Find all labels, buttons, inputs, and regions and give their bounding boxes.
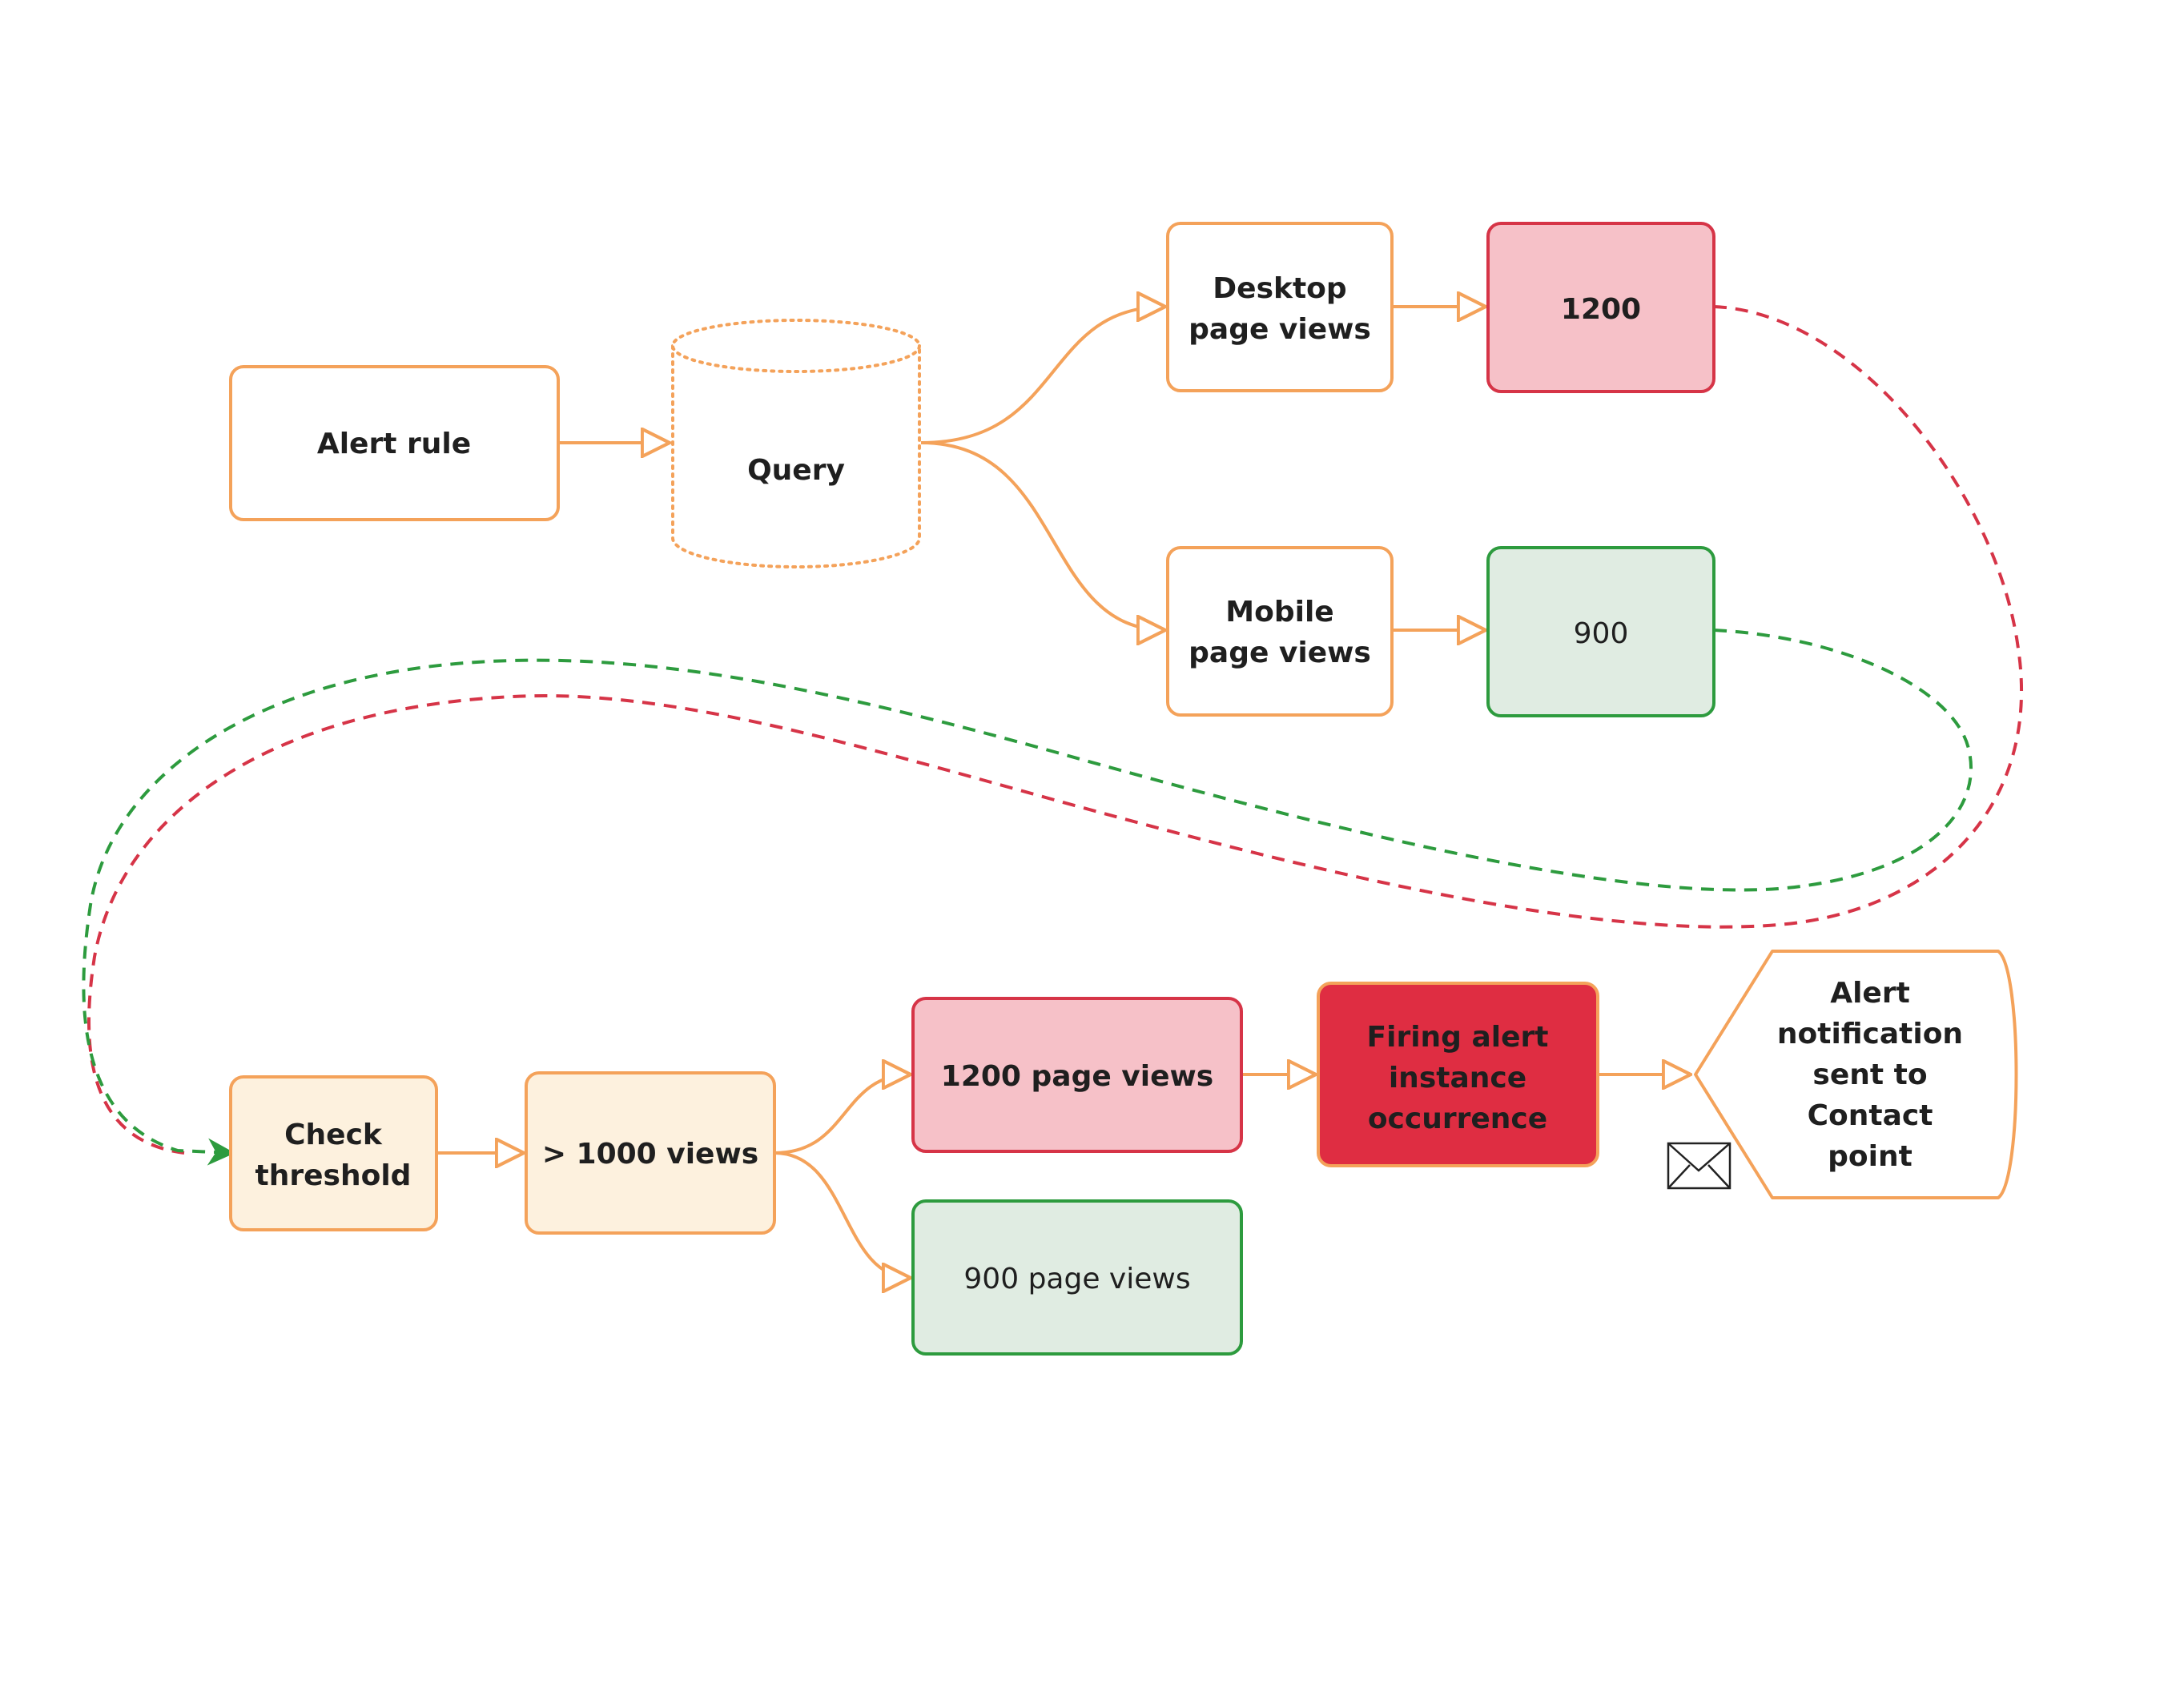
svg-text:notification: notification — [1777, 1018, 1963, 1050]
query-database-node: Query — [671, 319, 921, 568]
firing-label-line-2: instance — [1389, 1062, 1526, 1095]
pv-900-label: 900 page views — [963, 1263, 1190, 1295]
desktop-label-line-2: page views — [1189, 313, 1371, 346]
check-threshold-node: Check threshold — [229, 1075, 438, 1231]
threshold-to-900pv-connector — [774, 1151, 911, 1278]
value-1200-label: 1200 — [1561, 293, 1641, 326]
alert-rule-node: Alert rule — [229, 365, 560, 521]
svg-text:900 page views: 900 page views — [963, 1263, 1190, 1295]
value-1200-node: 1200 — [1486, 222, 1715, 393]
check-label-line-1: Check — [284, 1119, 383, 1151]
svg-text:page views: page views — [1189, 637, 1371, 669]
notification-label-line-2: notification — [1777, 1018, 1963, 1050]
notification-label-line-5: point — [1828, 1140, 1913, 1173]
svg-text:Check: Check — [284, 1119, 383, 1151]
svg-text:Alert: Alert — [1830, 977, 1910, 1010]
firing-label-line-3: occurrence — [1368, 1103, 1547, 1135]
firing-label-line-1: Firing alert — [1367, 1021, 1549, 1054]
threshold-to-1200pv-connector — [774, 1074, 911, 1155]
value-900-label: 900 — [1574, 617, 1629, 650]
value-900-node: 900 — [1486, 546, 1715, 717]
pv-1200-label: 1200 page views — [941, 1060, 1213, 1093]
svg-text:occurrence: occurrence — [1368, 1103, 1547, 1135]
svg-text:1200 page views: 1200 page views — [941, 1060, 1213, 1093]
alert-rule-label: Alert rule — [317, 428, 471, 460]
svg-text:900: 900 — [1574, 617, 1629, 650]
svg-text:point: point — [1828, 1140, 1913, 1173]
firing-alert-node: Firing alert instance occurrence — [1317, 982, 1599, 1167]
mobile-label-line-1: Mobile — [1225, 596, 1333, 629]
svg-text:instance: instance — [1389, 1062, 1526, 1095]
svg-text:threshold: threshold — [255, 1159, 412, 1192]
notification-label-line-4: Contact — [1808, 1099, 1933, 1132]
svg-text:> 1000 views: > 1000 views — [542, 1138, 758, 1171]
threshold-label: > 1000 views — [542, 1138, 758, 1171]
desktop-page-views-node: Desktop page views — [1166, 222, 1394, 392]
desktop-label-line-1: Desktop — [1213, 272, 1346, 305]
mobile-result-dashed-connector — [82, 629, 1973, 1166]
svg-text:Query: Query — [747, 454, 845, 487]
notification-display-node: Alert notification sent to Contact point — [1694, 950, 2018, 1199]
svg-text:Alert rule: Alert rule — [317, 428, 471, 460]
threshold-condition-node: > 1000 views — [525, 1071, 776, 1235]
svg-text:1200: 1200 — [1561, 293, 1641, 326]
notification-label-line-3: sent to — [1812, 1058, 1927, 1091]
query-label: Query — [747, 454, 845, 487]
mobile-page-views-node: Mobile page views — [1166, 546, 1394, 717]
check-label-line-2: threshold — [255, 1159, 412, 1192]
svg-text:Desktop: Desktop — [1213, 272, 1346, 305]
envelope-icon — [1667, 1142, 1732, 1190]
svg-text:Firing alert: Firing alert — [1367, 1021, 1549, 1054]
pv-1200-node: 1200 page views — [911, 997, 1243, 1153]
svg-text:Contact: Contact — [1808, 1099, 1933, 1132]
notification-label-line-1: Alert — [1830, 977, 1910, 1010]
mobile-label-line-2: page views — [1189, 637, 1371, 669]
query-to-mobile-connector — [920, 441, 1165, 630]
svg-text:Mobile: Mobile — [1225, 596, 1333, 629]
svg-text:sent to: sent to — [1812, 1058, 1927, 1091]
query-to-desktop-connector — [920, 307, 1165, 444]
pv-900-node: 900 page views — [911, 1199, 1243, 1356]
svg-text:page views: page views — [1189, 313, 1371, 346]
